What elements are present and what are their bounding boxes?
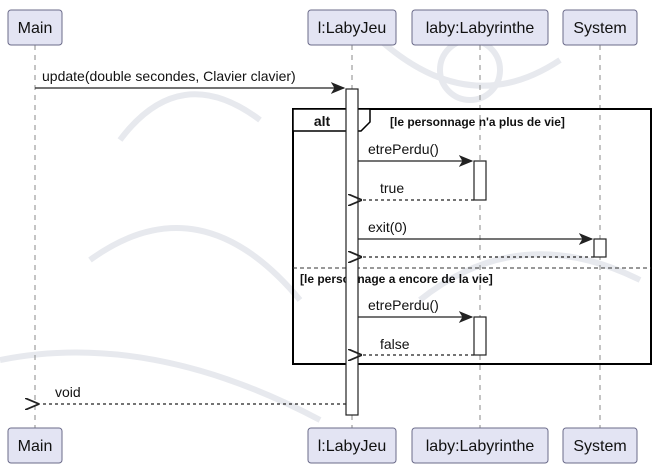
message-true-label: true [380, 180, 404, 196]
participant-labyrinthe-top: laby:Labyrinthe [411, 9, 549, 46]
participant-main-top: Main [7, 9, 63, 46]
participant-system-bottom: System [562, 427, 638, 464]
participant-system-label-bottom: System [573, 438, 626, 455]
participant-main-bottom: Main [7, 427, 63, 464]
alt-guard-1: [le personnage n'a plus de vie] [390, 115, 565, 129]
activation-labyrinthe-1 [473, 160, 487, 201]
activation-system [593, 238, 607, 258]
message-etreperdu-2-label: etrePerdu() [368, 297, 439, 313]
alt-fragment-frame [292, 108, 652, 365]
participant-labyjeu-label: l:LabyJeu [318, 20, 387, 37]
participant-system-label: System [573, 20, 626, 37]
participant-labyrinthe-label: laby:Labyrinthe [426, 20, 535, 37]
message-false-label: false [380, 336, 410, 352]
activation-labyrinthe-2 [473, 316, 487, 356]
participant-labyjeu-label-bottom: l:LabyJeu [318, 438, 387, 455]
participant-main-label-bottom: Main [18, 438, 53, 455]
participant-main-label: Main [18, 20, 53, 37]
message-exit-label: exit(0) [368, 219, 407, 235]
participant-labyrinthe-bottom: laby:Labyrinthe [411, 427, 549, 464]
background-illustration [0, 37, 642, 423]
message-void-label: void [55, 384, 81, 400]
message-etreperdu-1-label: etrePerdu() [368, 141, 439, 157]
message-update-label: update(double secondes, Clavier clavier) [42, 68, 296, 84]
participant-labyrinthe-label-bottom: laby:Labyrinthe [426, 438, 535, 455]
alt-guard-2: [le personnage a encore de la vie] [300, 272, 493, 286]
alt-operator-label: alt [314, 113, 331, 129]
participant-system-top: System [562, 9, 638, 46]
participant-labyjeu-top: l:LabyJeu [307, 9, 397, 46]
activation-labyjeu [345, 88, 359, 416]
participant-labyjeu-bottom: l:LabyJeu [307, 427, 397, 464]
